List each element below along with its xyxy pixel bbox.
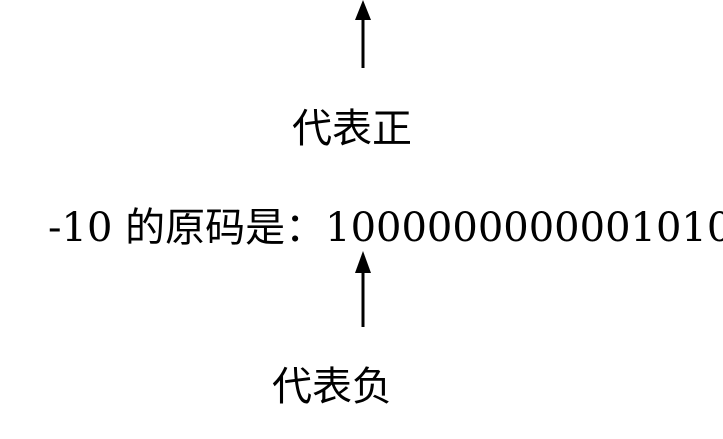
label-negative: 代表负 <box>272 364 392 410</box>
original-code-line: -10 的原码是：1000000000001010 <box>48 205 723 251</box>
arrow-up-icon-bottom <box>351 251 375 327</box>
label-positive: 代表正 <box>292 106 412 152</box>
arrow-up-icon-top <box>351 0 375 68</box>
